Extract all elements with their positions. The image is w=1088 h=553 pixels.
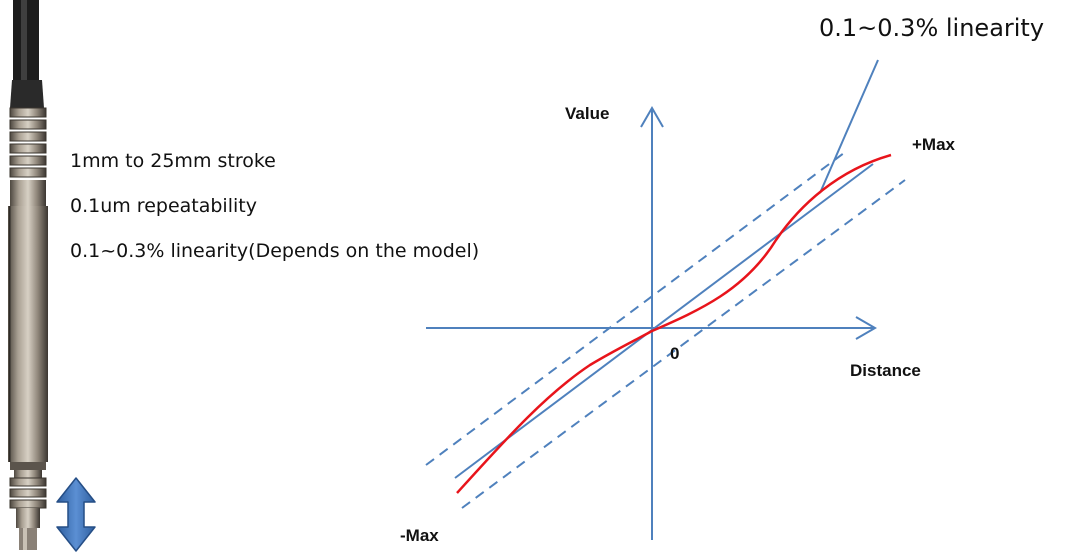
lvdt-probe-sensor-icon [8,0,48,550]
callout-leader-line [819,59,879,194]
y-axis-label: Value [565,104,610,123]
linearity-callout: 0.1~0.3% linearity [819,14,1045,42]
spec-linearity: 0.1~0.3% linearity(Depends on the model) [70,240,480,262]
ideal-linear-line [454,163,874,479]
measured-output-curve [456,153,892,494]
x-axis-label: Distance [850,361,921,380]
lower-tolerance-line [461,179,906,509]
negative-max-label: -Max [400,526,439,545]
double-headed-vertical-arrow-icon [56,477,96,552]
y-axis-arrowhead-icon [640,106,664,128]
positive-max-label: +Max [912,135,955,154]
x-axis-arrowhead-icon [855,316,877,340]
spec-list: 1mm to 25mm stroke 0.1um repeatability 0… [70,142,479,277]
origin-label: 0 [670,344,680,363]
spec-repeatability: 0.1um repeatability [70,195,257,217]
upper-tolerance-line [425,149,849,466]
spec-stroke: 1mm to 25mm stroke [70,150,276,172]
